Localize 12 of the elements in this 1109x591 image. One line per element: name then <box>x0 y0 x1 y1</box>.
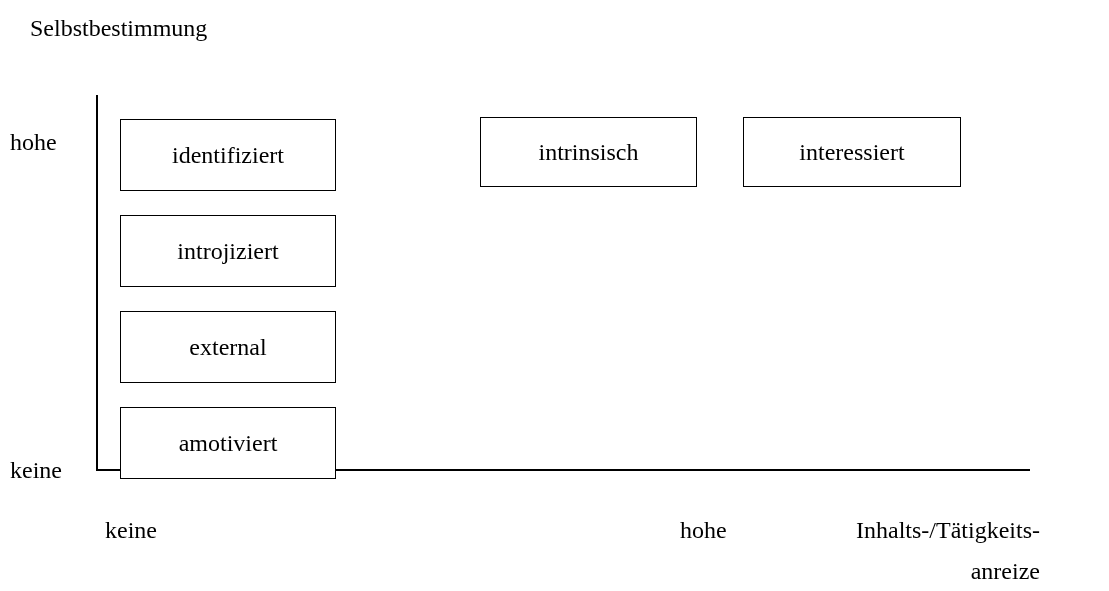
axis-label: hohe <box>10 128 57 157</box>
axis-title: Inhalts-/Tätigkeits- anreize <box>855 516 1040 586</box>
category-box: external <box>120 311 336 383</box>
category-box: intrinsisch <box>480 117 697 187</box>
category-box: amotiviert <box>120 407 336 479</box>
category-box: interessiert <box>743 117 961 187</box>
category-box: introjiziert <box>120 215 336 287</box>
axis-label: hohe <box>680 516 727 545</box>
axis-title: Selbstbestimmung <box>30 14 208 43</box>
axis-label: keine <box>10 456 62 485</box>
category-box: identifiziert <box>120 119 336 191</box>
axis-label: keine <box>105 516 157 545</box>
